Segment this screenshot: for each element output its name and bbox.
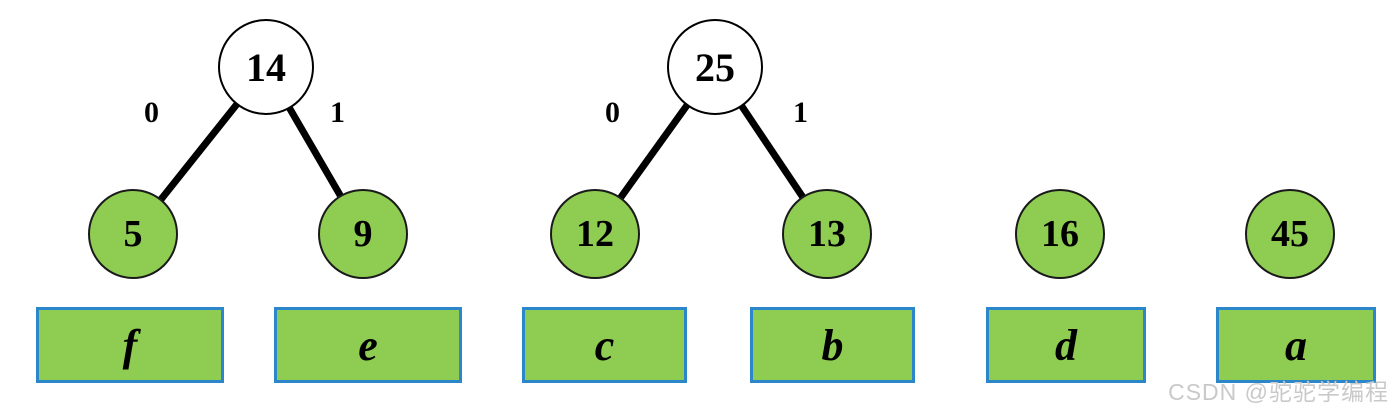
symbol-box-a: a <box>1216 307 1376 383</box>
tree-edge-25-12 <box>616 100 693 203</box>
symbol-box-e: e <box>274 307 462 383</box>
internal-node-25: 25 <box>667 19 763 115</box>
symbol-box-f: f <box>36 307 224 383</box>
node-label: 13 <box>808 213 846 255</box>
symbol-box-label: e <box>358 320 378 370</box>
leaf-node-45: 45 <box>1245 189 1335 279</box>
edge-bit-label-14-1: 1 <box>330 96 345 129</box>
leaf-node-9: 9 <box>318 189 408 279</box>
edge-bit-label-14-0: 0 <box>144 96 159 129</box>
symbol-box-b: b <box>750 307 915 383</box>
symbol-box-label: a <box>1285 320 1307 370</box>
symbol-box-label: b <box>821 320 844 370</box>
edge-bit-label-25-1: 1 <box>793 96 808 129</box>
leaf-node-5: 5 <box>88 189 178 279</box>
internal-node-14: 14 <box>218 19 314 115</box>
node-label: 9 <box>353 213 373 255</box>
node-label: 5 <box>123 213 143 255</box>
symbol-box-label: c <box>594 320 615 370</box>
symbol-box-d: d <box>986 307 1146 383</box>
leaf-node-13: 13 <box>782 189 872 279</box>
node-label: 14 <box>246 44 286 90</box>
node-label: 45 <box>1271 213 1309 255</box>
symbol-box-c: c <box>522 307 687 383</box>
node-label: 12 <box>576 213 614 255</box>
leaf-node-12: 12 <box>550 189 640 279</box>
symbol-box-label: f <box>122 320 138 370</box>
node-label: 16 <box>1041 213 1079 255</box>
symbol-box-label: d <box>1055 320 1077 370</box>
leaf-node-16: 16 <box>1015 189 1105 279</box>
node-label: 25 <box>695 44 735 90</box>
edge-bit-label-25-0: 0 <box>605 96 620 129</box>
tree-edge-14-5 <box>155 99 242 205</box>
